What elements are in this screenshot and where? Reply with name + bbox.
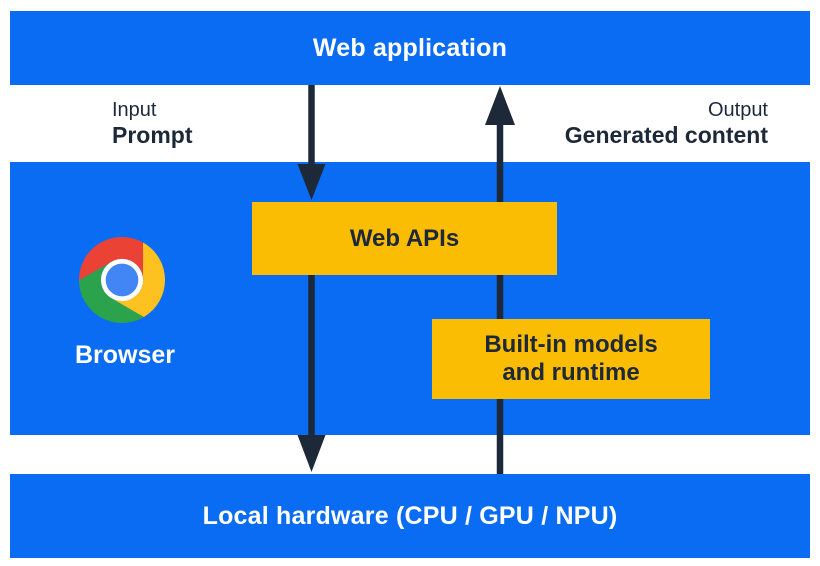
web-application-label: Web application [312, 33, 508, 62]
web-apis-label: Web APIs [349, 224, 460, 252]
chrome-red-segment [79, 237, 144, 281]
built-in-models-line1: Built-in models [484, 331, 658, 358]
built-in-models-box: Built-in models and runtime [432, 319, 710, 399]
down-arrowhead-icon [297, 164, 326, 200]
chrome-yellow-segment [111, 242, 165, 317]
input-prompt-annotation: Input Prompt [112, 98, 193, 148]
chrome-blue-center [105, 263, 139, 297]
generated-content-up-arrow [485, 86, 515, 474]
output-label: Output [707, 99, 768, 121]
built-in-models-label: Built-in models and runtime [484, 331, 657, 387]
input-label: Input [112, 99, 157, 121]
output-generated-content-annotation: Output Generated content [565, 98, 768, 148]
built-in-models-line2: and runtime [502, 359, 640, 386]
prompt-down-arrow [297, 85, 326, 472]
chrome-green-segment [79, 261, 144, 323]
input-value-label: Prompt [112, 122, 193, 148]
web-apis-box: Web APIs [252, 202, 557, 275]
browser-label: Browser [74, 341, 176, 369]
chrome-browser-icon [79, 237, 165, 323]
local-hardware-layer: Local hardware (CPU / GPU / NPU) [10, 474, 810, 558]
output-value-label: Generated content [564, 122, 768, 148]
up-arrowhead-icon [485, 86, 515, 125]
web-application-layer: Web application [10, 11, 810, 85]
local-hardware-label: Local hardware (CPU / GPU / NPU) [202, 501, 618, 530]
down-arrowhead-icon [297, 435, 326, 472]
